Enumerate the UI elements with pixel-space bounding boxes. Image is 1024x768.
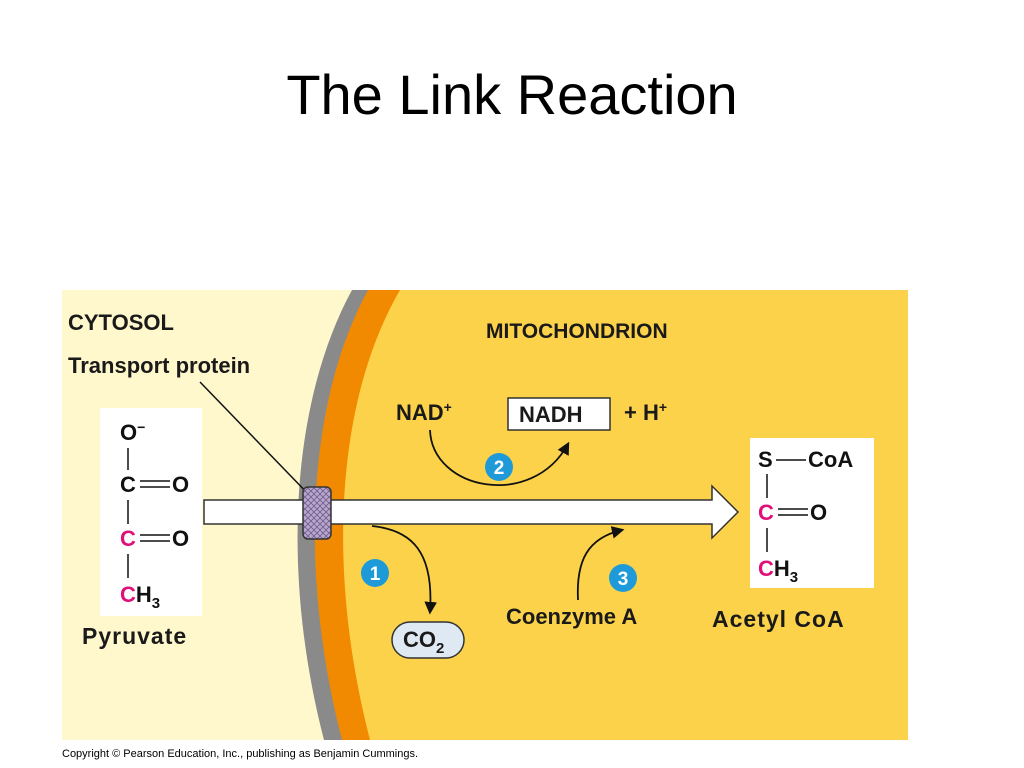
acetyl-coa-structure-box (750, 438, 874, 588)
svg-text:O−: O− (120, 419, 145, 445)
step-1-badge: 1 (361, 559, 389, 587)
transport-protein-pointer (199, 381, 315, 501)
svg-text:CoA: CoA (808, 447, 853, 472)
step-2-curved-arrow (429, 429, 570, 486)
slide-title: The Link Reaction (286, 63, 738, 126)
svg-text:1: 1 (370, 564, 381, 585)
pyruvate-structure-box (100, 408, 202, 616)
acetyl-coa-label: Acetyl CoA (712, 606, 845, 632)
svg-text:CH3: CH3 (120, 582, 160, 612)
nadh-label: NADH (519, 402, 583, 427)
svg-text:CH3: CH3 (758, 556, 798, 586)
svg-text:O: O (172, 472, 189, 497)
membrane-orange (314, 290, 402, 740)
membrane-gray-edge (297, 290, 372, 740)
nadh-box (507, 397, 611, 431)
svg-text:C: C (120, 526, 136, 551)
transport-protein (302, 486, 332, 540)
link-reaction-diagram: CYTOSOL Transport protein MITOCHONDRION … (62, 290, 908, 740)
plus-h-label: + H+ (624, 399, 667, 425)
svg-text:C: C (758, 500, 774, 525)
co2-pill (391, 621, 465, 659)
step-1-curved-arrow (371, 525, 437, 615)
pyruvate-structure: O− C O C O CH3 (120, 419, 189, 612)
mitochondrion-label: MITOCHONDRION (486, 320, 668, 343)
svg-text:S: S (758, 447, 773, 472)
coenzyme-a-label: Coenzyme A (506, 604, 637, 629)
copyright-notice: Copyright © Pearson Education, Inc., pub… (62, 748, 419, 760)
pyruvate-label: Pyruvate (82, 623, 187, 649)
cytosol-label: CYTOSOL (68, 310, 174, 335)
step-2-badge: 2 (485, 453, 513, 481)
acetyl-coa-structure: S CoA C O CH3 (758, 447, 853, 586)
step-3-badge: 3 (609, 564, 637, 592)
svg-text:O: O (810, 500, 827, 525)
reaction-arrow (203, 484, 740, 540)
svg-text:2: 2 (494, 458, 505, 479)
co2-label: CO2 (403, 627, 444, 657)
svg-text:O: O (172, 526, 189, 551)
transport-protein-label: Transport protein (68, 353, 250, 378)
step-3-curved-arrow (576, 526, 625, 601)
svg-text:C: C (120, 472, 136, 497)
nad-label: NAD+ (396, 399, 452, 425)
svg-text:3: 3 (618, 569, 629, 590)
